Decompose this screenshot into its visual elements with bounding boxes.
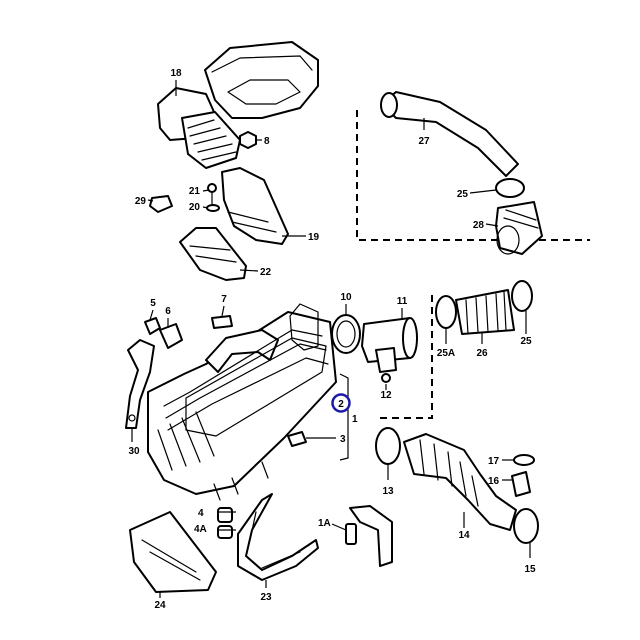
callout-4[interactable]: 4 (198, 508, 204, 519)
callout-11[interactable]: 11 (397, 296, 408, 307)
part-12-screw[interactable] (381, 373, 391, 383)
callout-10[interactable]: 10 (340, 292, 352, 303)
part-4A-rubber-mount[interactable] (217, 525, 233, 539)
part-21-screw[interactable] (207, 183, 217, 205)
part-25-hose-clamp-top[interactable] (495, 178, 525, 198)
callout-2[interactable]: 2 (338, 399, 344, 410)
callout-1A[interactable]: 1A (318, 518, 331, 529)
part-22-bracket[interactable] (179, 227, 247, 281)
part-6-bracket-clip[interactable] (159, 323, 183, 349)
callout-25-top[interactable]: 25 (457, 189, 469, 200)
callout-23[interactable]: 23 (260, 592, 272, 603)
selected-part-highlight[interactable]: 2 (331, 393, 351, 413)
part-20-washer[interactable] (206, 204, 220, 212)
callout-25A[interactable]: 25A (437, 348, 455, 359)
part-30-mounting-strap[interactable] (125, 339, 155, 429)
part-24-lower-shield[interactable] (129, 511, 217, 593)
callout-4A[interactable]: 4A (194, 524, 207, 535)
callout-28[interactable]: 28 (473, 220, 485, 231)
callout-14[interactable]: 14 (458, 530, 470, 541)
part-4-rubber-mount[interactable] (217, 507, 233, 523)
part-15-hose-clamp[interactable] (513, 508, 539, 544)
callout-labels: 18 8 21 20 29 19 22 5 6 7 10 11 12 25A 2… (128, 68, 536, 611)
callout-13[interactable]: 13 (382, 486, 394, 497)
part-25A-hose-clamp[interactable] (435, 295, 457, 329)
part-1-air-filter-housing[interactable] (147, 311, 337, 501)
part-17-cap[interactable] (513, 454, 535, 466)
part-19-duct[interactable] (221, 167, 289, 245)
part-28-adapter[interactable] (495, 201, 543, 255)
part-23-drain-hose[interactable] (237, 493, 319, 581)
callout-15[interactable]: 15 (524, 564, 536, 575)
callout-20[interactable]: 20 (189, 202, 201, 213)
part-1A-breather-pipe[interactable] (345, 505, 393, 567)
part-13-hose-clamp[interactable] (375, 427, 401, 465)
callout-8[interactable]: 8 (264, 136, 270, 147)
part-14-lower-hose[interactable] (403, 433, 517, 531)
part-26-intake-bellows[interactable] (455, 289, 515, 335)
callout-6[interactable]: 6 (165, 306, 171, 317)
callout-22[interactable]: 22 (260, 267, 272, 278)
part-5-bolt[interactable] (144, 317, 161, 335)
part-18-intake-snorkel[interactable] (157, 41, 319, 169)
dashed-group-outline (356, 110, 590, 419)
highlight-ring (331, 393, 351, 413)
callout-18[interactable]: 18 (170, 68, 182, 79)
callout-7[interactable]: 7 (221, 294, 227, 305)
callout-30[interactable]: 30 (128, 446, 140, 457)
part-16-connector[interactable] (511, 471, 531, 497)
part-27-upper-hose[interactable] (380, 91, 519, 177)
part-7-screw[interactable] (211, 315, 233, 329)
callout-3[interactable]: 3 (340, 434, 346, 445)
leader-lines (131, 80, 531, 598)
callout-5[interactable]: 5 (150, 298, 156, 309)
callout-16[interactable]: 16 (488, 476, 500, 487)
part-8-nut[interactable] (239, 131, 257, 149)
callout-27[interactable]: 27 (418, 136, 430, 147)
callout-24[interactable]: 24 (154, 600, 166, 611)
callout-19[interactable]: 19 (308, 232, 320, 243)
part-29-clip[interactable] (149, 195, 173, 213)
callout-29[interactable]: 29 (135, 196, 147, 207)
callout-26[interactable]: 26 (476, 348, 488, 359)
callout-25-right[interactable]: 25 (520, 336, 532, 347)
part-11-air-mass-meter[interactable] (289, 303, 418, 373)
part-3-clip[interactable] (287, 431, 307, 447)
callout-1[interactable]: 1 (352, 414, 358, 425)
callout-12[interactable]: 12 (380, 390, 392, 401)
part-10-o-ring[interactable] (331, 314, 361, 354)
callout-21[interactable]: 21 (189, 186, 201, 197)
part-25-hose-clamp-right[interactable] (511, 280, 533, 312)
callout-17[interactable]: 17 (488, 456, 500, 467)
